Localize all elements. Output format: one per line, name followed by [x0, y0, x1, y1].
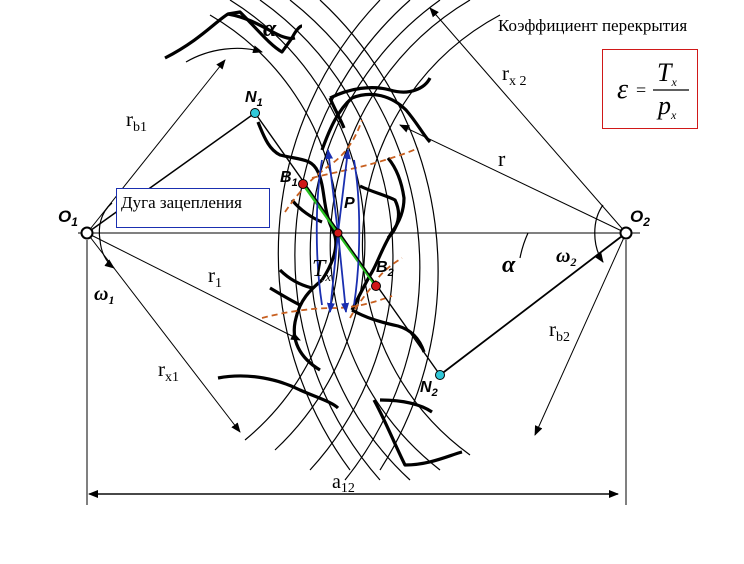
velocity-arrows — [315, 149, 361, 313]
r1-line — [86, 232, 301, 341]
label-alpha-top: α — [263, 16, 277, 42]
formula-svg: ε = Tx px — [617, 58, 689, 122]
label-p: P — [344, 195, 355, 212]
rx1-line — [86, 232, 241, 433]
label-b2: B2 — [376, 259, 394, 279]
label-rx1: rx1 — [158, 357, 179, 385]
point-p — [333, 228, 343, 238]
point-b1 — [298, 179, 308, 189]
omega2-arc — [594, 204, 604, 263]
point-n2 — [435, 370, 445, 380]
alpha-arc-top — [185, 45, 263, 63]
gear1-teeth — [164, 10, 432, 410]
rb2-line — [439, 232, 627, 376]
contact-normal — [254, 112, 441, 376]
alpha-arc-right — [519, 232, 529, 259]
label-a12: a12 — [332, 471, 355, 496]
center-o1 — [80, 226, 94, 240]
formula-numerator: Tx — [657, 58, 677, 89]
label-tx: Tx — [312, 256, 331, 284]
label-n1: N1 — [245, 89, 263, 109]
label-b1: B1 — [280, 169, 298, 189]
label-o2: O2 — [630, 207, 650, 229]
rb1-line — [86, 112, 256, 234]
label-rx2: rx 2 — [502, 61, 527, 89]
label-rb2: rb2 — [549, 317, 570, 345]
rx2-line — [429, 7, 627, 234]
omega1-arc — [98, 202, 113, 241]
label-rb1: rb1 — [126, 107, 147, 135]
formula-epsilon: ε — [617, 74, 628, 105]
diagram-title: Коэффициент перекрытия — [498, 16, 688, 35]
formula-box: ε = Tx px — [602, 49, 698, 129]
formula-denominator: px — [656, 91, 677, 122]
point-b2 — [371, 281, 381, 291]
label-omega2: ω2 — [556, 245, 576, 269]
r-line — [399, 124, 627, 234]
label-n2: N2 — [420, 379, 438, 399]
rb2-dim-line — [534, 232, 627, 436]
arc-of-action-label: Дуга зацепления — [116, 188, 270, 228]
center-o2 — [619, 226, 633, 240]
omega1-arc-head — [99, 239, 115, 269]
label-omega1: ω1 — [94, 283, 114, 307]
gear1-circles — [209, 0, 439, 481]
label-r: r — [498, 146, 506, 171]
formula-eq: = — [636, 80, 646, 100]
gear2-teeth — [269, 92, 463, 467]
label-alpha-right: α — [502, 252, 516, 278]
label-o1: O1 — [58, 207, 78, 229]
label-r1: r1 — [208, 263, 222, 291]
point-n1 — [250, 108, 260, 118]
